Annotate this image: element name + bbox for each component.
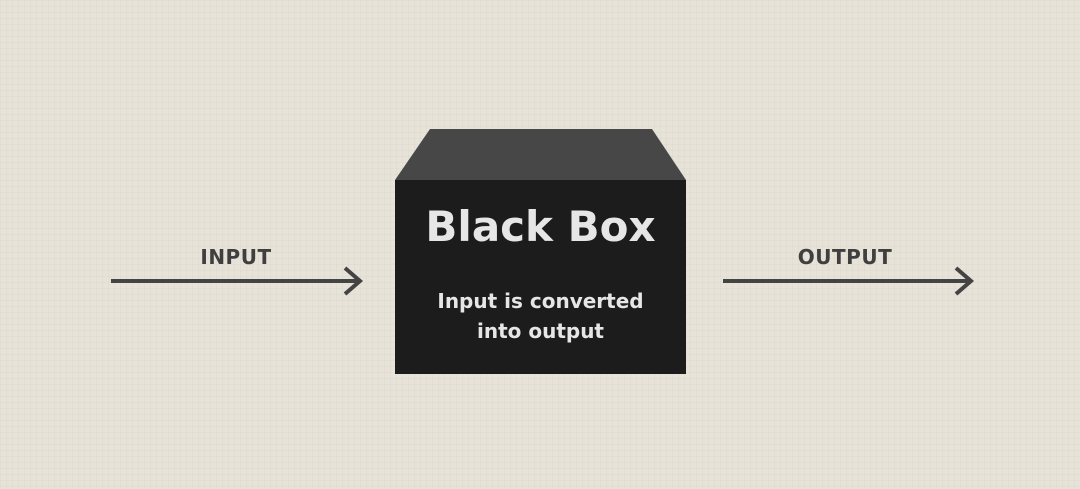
box-description: Input is converted into output [395,286,686,346]
box-title: Black Box [425,202,656,251]
input-arrow [111,266,364,296]
box-top-face [395,129,686,180]
output-arrow [723,266,975,296]
box-description-line2: into output [476,319,604,343]
box-description-line1: Input is converted [437,289,644,313]
input-label: INPUT [200,245,272,269]
box-front-face [395,180,686,374]
output-label: OUTPUT [797,245,893,269]
